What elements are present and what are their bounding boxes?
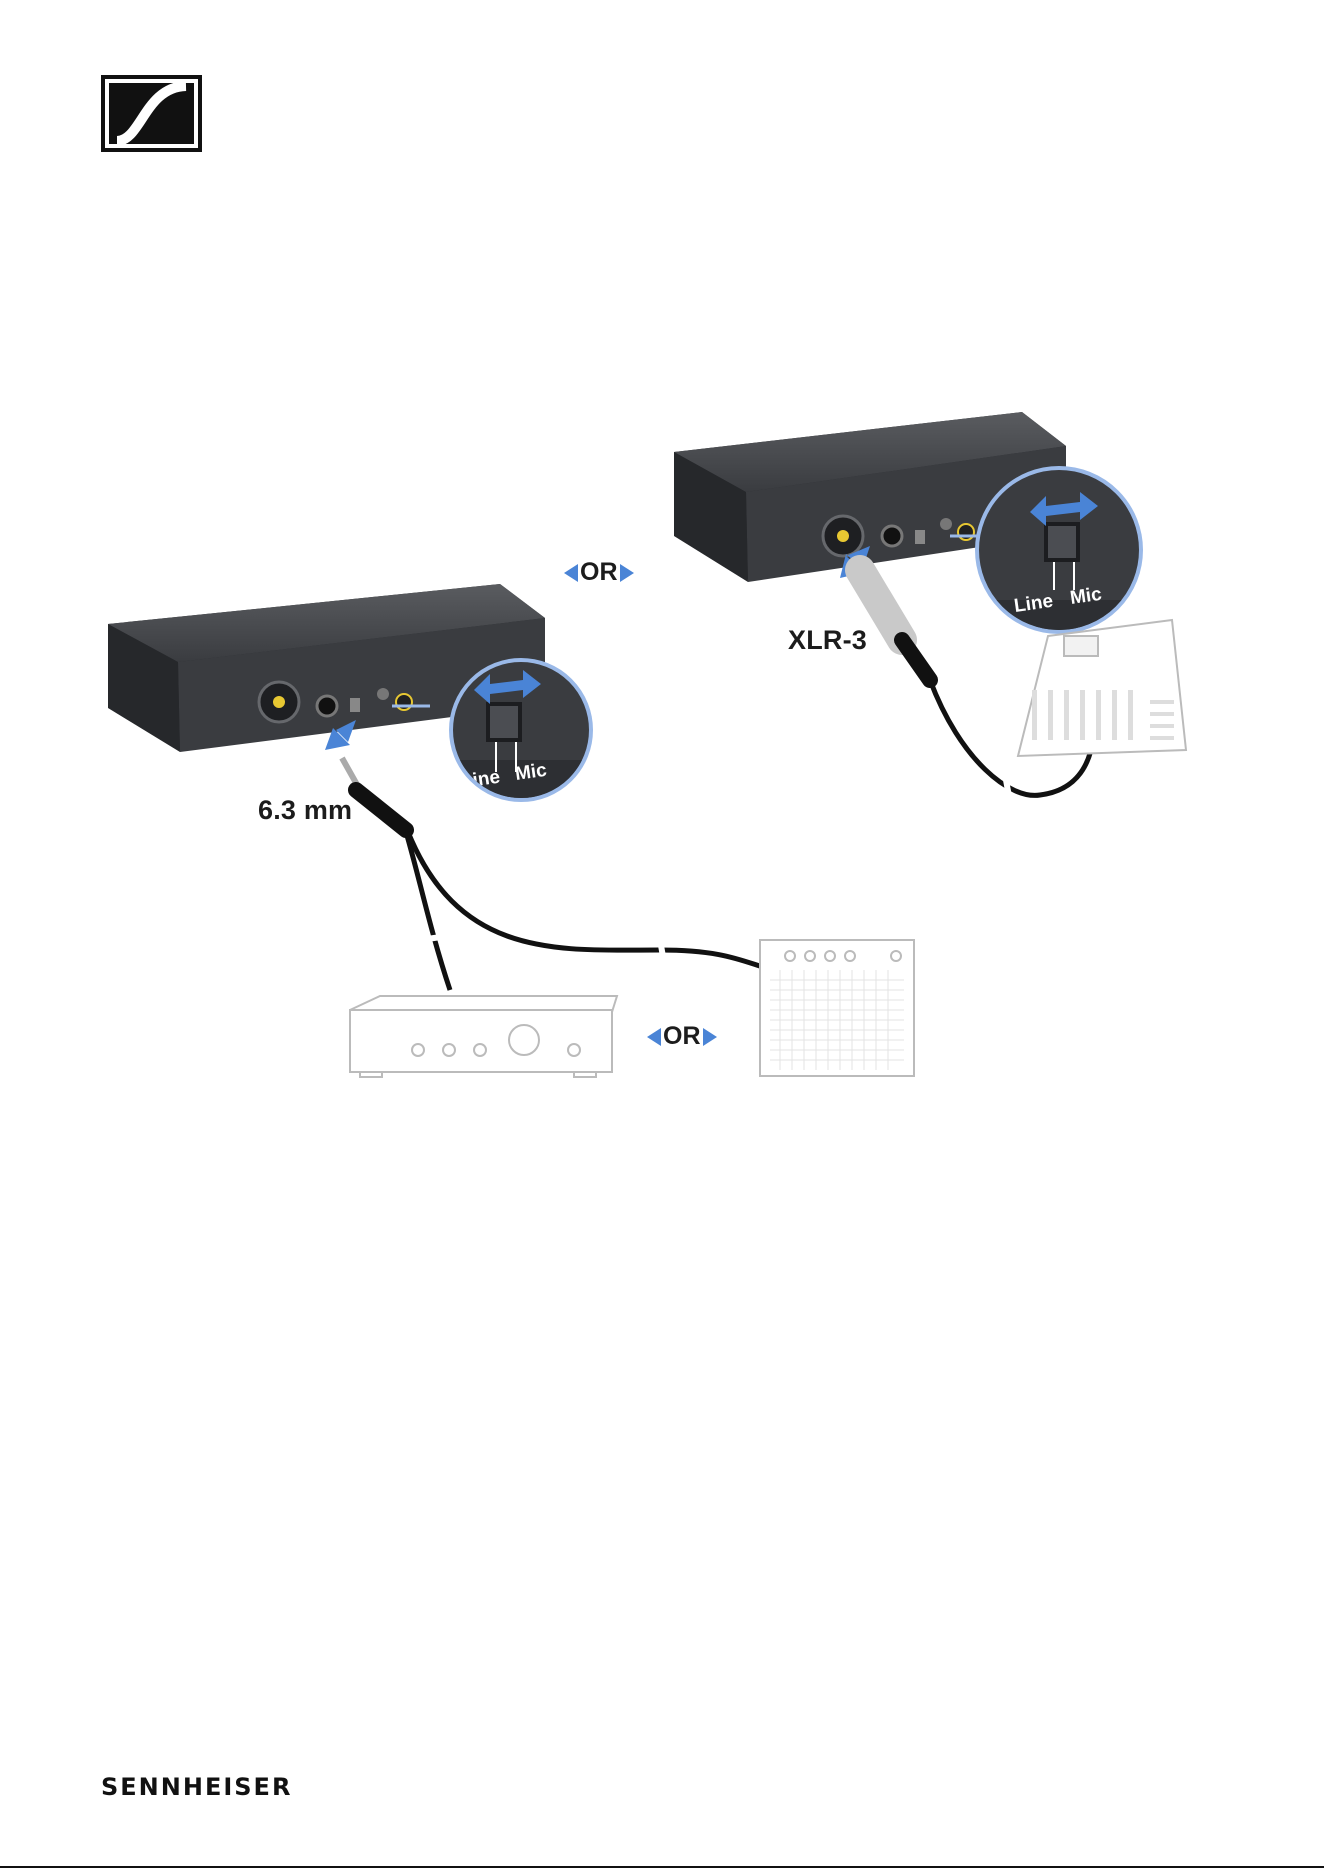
- brand-wordmark: SENNHEISER: [101, 1773, 292, 1801]
- triangle-right-icon: [620, 564, 634, 582]
- zoom-right-mic-label: Mic: [1069, 584, 1104, 609]
- or-text: OR: [663, 1022, 701, 1051]
- or-badge-top: OR: [564, 558, 634, 587]
- jack-size-label: 6.3 mm: [258, 795, 352, 826]
- guitar-amplifier-icon: [760, 940, 914, 1076]
- triangle-left-icon: [647, 1028, 661, 1046]
- zoom-left-mic-label: Mic: [514, 760, 549, 785]
- jack-output-left: [317, 696, 337, 716]
- footer-divider: [0, 1866, 1324, 1868]
- xlr-label: XLR-3: [788, 625, 867, 656]
- hifi-amplifier-icon: [350, 996, 617, 1077]
- triangle-left-icon: [564, 564, 578, 582]
- mixing-desk-icon: [1018, 620, 1186, 756]
- or-badge-bottom: OR: [647, 1022, 717, 1051]
- jack-output-right: [882, 526, 902, 546]
- triangle-right-icon: [703, 1028, 717, 1046]
- or-text: OR: [580, 558, 618, 587]
